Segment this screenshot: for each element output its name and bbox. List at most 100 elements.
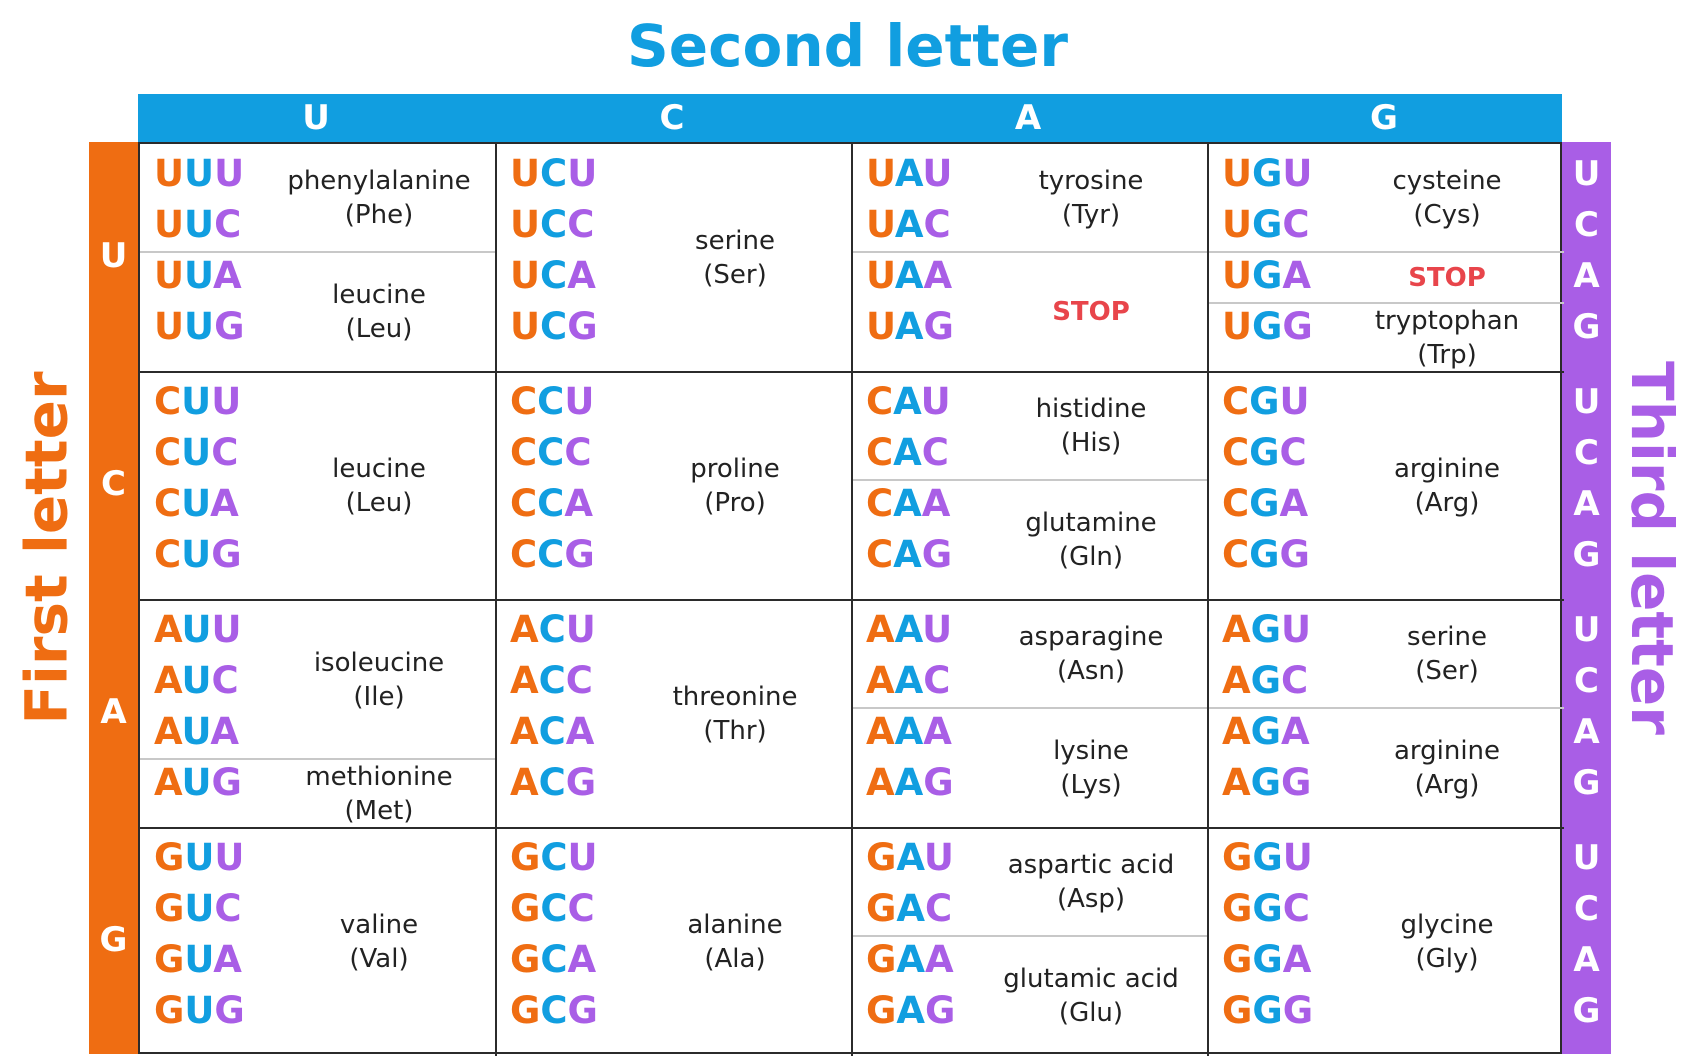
codon-label: UAG bbox=[866, 305, 954, 348]
amino-acid-name: lysine bbox=[1053, 736, 1129, 766]
amino-acid-abbr: (Leu) bbox=[345, 314, 413, 344]
grid-column-divider bbox=[1207, 144, 1209, 1056]
third-letter-u: U bbox=[1572, 609, 1601, 650]
amino-acid-group: valine (Val) bbox=[266, 908, 492, 976]
third-letter-u: U bbox=[1572, 837, 1601, 878]
amino-acid-name: tryptophan bbox=[1374, 305, 1520, 336]
amino-acid-name: histidine bbox=[1035, 394, 1147, 424]
codon-label: UGG bbox=[1222, 305, 1313, 348]
codon-label: CUU bbox=[154, 380, 242, 423]
amino-acid-group: leucine (Leu) bbox=[266, 278, 492, 346]
amino-acid-group: threonine(Thr) bbox=[622, 680, 848, 748]
amino-acid-abbr: (Gly) bbox=[1415, 944, 1479, 974]
codon-label: GGU bbox=[1222, 836, 1313, 879]
amino-acid-name: serine bbox=[695, 226, 775, 256]
codon-label: AAA bbox=[866, 710, 952, 753]
amino-acid-abbr: (Pro) bbox=[704, 488, 766, 518]
amino-acid-abbr: (Val) bbox=[349, 944, 409, 974]
codon-label: GUA bbox=[154, 938, 242, 981]
amino-acid-group: tryptophan(Trp) bbox=[1334, 304, 1560, 372]
amino-acid-group: asparagine(Asn) bbox=[978, 620, 1204, 688]
amino-acid-group: leucine(Leu) bbox=[266, 452, 492, 520]
group-divider bbox=[140, 251, 496, 253]
codon-label: ACU bbox=[510, 608, 596, 651]
codon-label: CGA bbox=[1222, 482, 1309, 525]
codon-label: GAC bbox=[866, 887, 953, 930]
second-letter-title: Second letter bbox=[627, 12, 1068, 80]
codon-label: UAU bbox=[866, 152, 953, 195]
amino-acid-name: glycine bbox=[1400, 910, 1494, 940]
amino-acid-group: cysteine(Cys) bbox=[1334, 164, 1560, 232]
group-divider bbox=[1208, 251, 1564, 253]
codon-label: UUU bbox=[154, 152, 245, 195]
amino-acid-name: cysteine bbox=[1392, 166, 1502, 196]
amino-acid-name: arginine bbox=[1393, 736, 1501, 766]
amino-acid-name: asparagine bbox=[1018, 622, 1164, 652]
codon-label: UUA bbox=[154, 254, 242, 297]
third-letter-a: A bbox=[1573, 939, 1600, 980]
amino-acid-abbr: (Asp) bbox=[1056, 884, 1126, 914]
amino-acid-abbr: (Gln) bbox=[1058, 542, 1124, 572]
amino-acid-name: valine bbox=[339, 910, 419, 940]
amino-acid-abbr: (Met) bbox=[344, 795, 414, 826]
codon-label: AGA bbox=[1222, 710, 1310, 753]
first-letter-title-wrap: First letter bbox=[2, 308, 92, 788]
amino-acid-name: glutamine bbox=[1025, 508, 1157, 538]
amino-acid-group: isoleucine(Ile) bbox=[266, 646, 492, 714]
third-letter-u: U bbox=[1572, 153, 1601, 194]
second-letter-c: C bbox=[659, 98, 685, 138]
amino-acid-group: aspartic acid (Asp) bbox=[978, 848, 1204, 916]
amino-acid-group: glutamine (Gln) bbox=[978, 506, 1204, 574]
codon-label: CUC bbox=[154, 431, 239, 474]
amino-acid-abbr: (Glu) bbox=[1058, 998, 1124, 1028]
codon-label: GCC bbox=[510, 887, 595, 930]
codon-label: GCA bbox=[510, 938, 597, 981]
amino-acid-group: proline(Pro) bbox=[622, 452, 848, 520]
codon-label: CAG bbox=[866, 533, 953, 576]
codon-label: AUG bbox=[154, 761, 242, 804]
amino-acid-name: aspartic acid bbox=[1007, 850, 1175, 880]
amino-acid-name: leucine bbox=[332, 454, 426, 484]
third-letter-c: C bbox=[1574, 888, 1599, 929]
codon-label: AAC bbox=[866, 659, 951, 702]
codon-label: AGG bbox=[1222, 761, 1312, 804]
codon-label: GGA bbox=[1222, 938, 1312, 981]
codon-label: CCA bbox=[510, 482, 593, 525]
amino-acid-group: arginine(Arg) bbox=[1334, 734, 1560, 802]
codon-label: GUU bbox=[154, 836, 245, 879]
first-letter-a: A bbox=[100, 692, 127, 732]
first-letter-u: U bbox=[99, 236, 128, 276]
codon-label: GGC bbox=[1222, 887, 1310, 930]
codon-label: GCU bbox=[510, 836, 598, 879]
third-letter-a: A bbox=[1573, 483, 1600, 524]
codon-label: UGA bbox=[1222, 254, 1312, 297]
first-letter-g: G bbox=[99, 920, 128, 960]
second-letter-g: G bbox=[1370, 98, 1398, 138]
amino-acid-abbr: (Ala) bbox=[704, 944, 766, 974]
codon-label: CUG bbox=[154, 533, 242, 576]
amino-acid-group: phenylalanine(Phe) bbox=[266, 164, 492, 232]
amino-acid-name: leucine bbox=[332, 280, 426, 310]
second-letter-header-bar: U C A G bbox=[138, 94, 1562, 142]
third-letter-g: G bbox=[1572, 762, 1601, 803]
stop-label: STOP bbox=[1052, 297, 1130, 327]
codon-label: ACA bbox=[510, 710, 595, 753]
codon-label: CAC bbox=[866, 431, 949, 474]
codon-label: AAU bbox=[866, 608, 953, 651]
amino-acid-group: tyrosine(Tyr) bbox=[978, 164, 1204, 232]
third-letter-c: C bbox=[1574, 432, 1599, 473]
group-divider bbox=[852, 707, 1208, 709]
codon-label: CAA bbox=[866, 482, 951, 525]
codon-label: CCU bbox=[510, 380, 595, 423]
codon-label: UCA bbox=[510, 254, 596, 297]
codon-label: UCC bbox=[510, 203, 595, 246]
third-letter-c: C bbox=[1574, 660, 1599, 701]
third-letter-g: G bbox=[1572, 990, 1601, 1031]
